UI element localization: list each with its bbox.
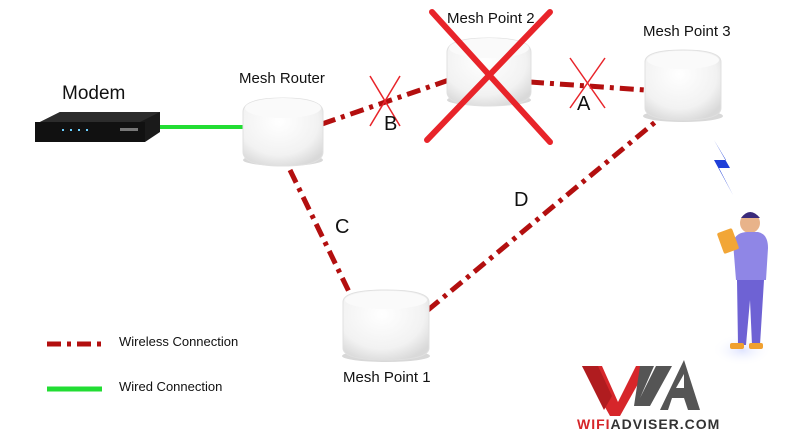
- mesh-router-label: Mesh Router: [239, 70, 325, 87]
- brand-url-prefix: WIFI: [577, 416, 611, 432]
- link-b-failed-x-icon: [369, 75, 401, 127]
- person-icon: [712, 212, 772, 366]
- wireless-link-c: [287, 168, 355, 300]
- mesh-point-3-device: [643, 49, 723, 122]
- legend-wireless-label: Wireless Connection: [119, 334, 239, 349]
- mesh-point-2-label: Mesh Point 2: [447, 10, 535, 27]
- wifiadviser-logo: [582, 360, 700, 416]
- modem-label: Modem: [62, 83, 126, 104]
- link-d-label: D: [514, 189, 529, 211]
- link-b-label: B: [384, 113, 398, 135]
- mesh-point-1-device: [342, 289, 430, 362]
- wireless-link-a: [529, 79, 646, 93]
- brand-url: WIFIADVISER.COM: [577, 416, 720, 432]
- mesh-point-1-label: Mesh Point 1: [343, 369, 431, 386]
- wireless-link-d: [426, 112, 667, 312]
- lightning-icon: [714, 140, 733, 195]
- link-a-failed-x-icon: [569, 57, 606, 109]
- modem-device: [35, 112, 160, 142]
- mesh-point-3-label: Mesh Point 3: [643, 23, 731, 40]
- link-c-label: C: [335, 216, 350, 238]
- link-a-label: A: [577, 93, 591, 115]
- mesh-router-device: [242, 97, 324, 167]
- mesh-point-2-failed-x-icon: [424, 9, 553, 145]
- brand-url-suffix: ADVISER.COM: [610, 416, 721, 432]
- legend-wired-label: Wired Connection: [119, 379, 223, 394]
- wireless-links: [287, 77, 667, 312]
